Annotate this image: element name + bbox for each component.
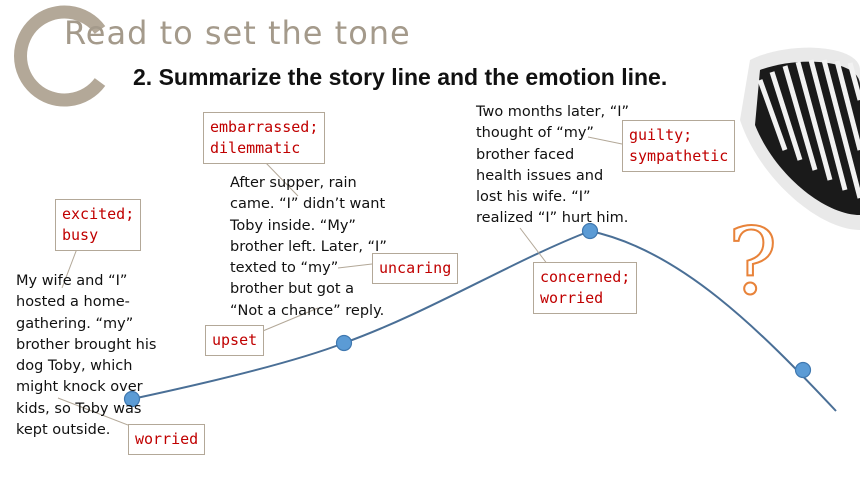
curve-nodes [123,222,812,408]
emotion-line: worried [540,289,604,307]
story-block-2: After supper, rain came. “I” didn’t want… [230,173,387,322]
story-line: My wife and “I” [16,273,128,289]
emotion-line: concerned; [540,268,631,286]
emotion-line: busy [62,226,99,244]
curve-node-4 [794,361,812,379]
story-line: brother but got a [230,281,355,298]
emotion-line: guilty; [629,126,693,144]
story-line: “Not a chance” reply. [230,302,385,319]
pointer-lines [57,136,623,426]
story-line: dog Toby, which [16,358,133,375]
story-line: might knock over [16,379,143,396]
pointer-upset [257,307,319,334]
question-mark-icon: ? [727,208,778,315]
emotion-line: excited; [62,205,135,223]
logo-arc [14,5,106,107]
story-line: Toby inside. “My” [230,217,356,234]
emotion-line: embarrassed; [210,118,319,136]
story-line: After supper, rain [230,175,357,191]
story-line: health issues and [476,167,604,184]
emotion-line: worried [135,430,199,448]
emotion-line: dilemmatic [210,139,301,157]
story-line: hosted a home- [16,294,130,311]
emotion-tag-guilty-sympathetic: guilty; sympathetic [622,120,736,172]
emotion-tag-embarrassed-dilemmatic: embarrassed; dilemmatic [203,112,326,164]
emotion-line: uncaring [379,259,452,277]
story-line: came. “I” didn’t want [230,196,386,213]
story-line: texted to “my” [230,260,339,277]
emotion-tag-excited-busy: excited; busy [55,199,142,251]
story-line: lost his wife. “I” [476,189,591,206]
emotion-tag-uncaring: uncaring [372,253,459,284]
story-block-3: Two months later, “I” thought of “my” br… [476,102,629,230]
curve-node-2 [335,334,353,352]
pointer-guilty [587,136,623,145]
story-line: kids, so Toby was [16,400,142,417]
story-block-1: My wife and “I” hosted a home- gathering… [16,271,156,441]
story-line: brother brought his [16,336,157,353]
story-line: gathering. “my” [16,315,134,332]
story-line: Two months later, “I” [476,104,630,120]
slide-title: Read to set the tone [64,14,411,52]
curve-node-1 [123,390,141,408]
emotion-curve [131,229,837,412]
story-line: realized “I” hurt him. [476,210,629,227]
story-line: kept outside. [16,422,111,439]
story-line: brother faced [476,146,575,163]
emotion-line: upset [212,331,258,349]
slide-subtitle: 2. Summarize the story line and the emot… [133,64,668,90]
emotion-tag-upset: upset [205,325,265,356]
story-line: brother left. Later, “I” [230,238,387,255]
emotion-tag-worried: worried [128,424,206,455]
emotion-line: sympathetic [629,147,729,165]
pointer-concerned [519,227,549,266]
pointer-embarrassed [264,161,299,197]
ribbon-decoration [740,47,860,230]
curve-node-3 [581,222,599,240]
pointer-uncaring [337,263,373,269]
pointer-excited [61,245,79,289]
emotion-tag-concerned-worried: concerned; worried [533,262,638,314]
story-line: thought of “my” [476,125,594,142]
pointer-worried [57,397,129,426]
